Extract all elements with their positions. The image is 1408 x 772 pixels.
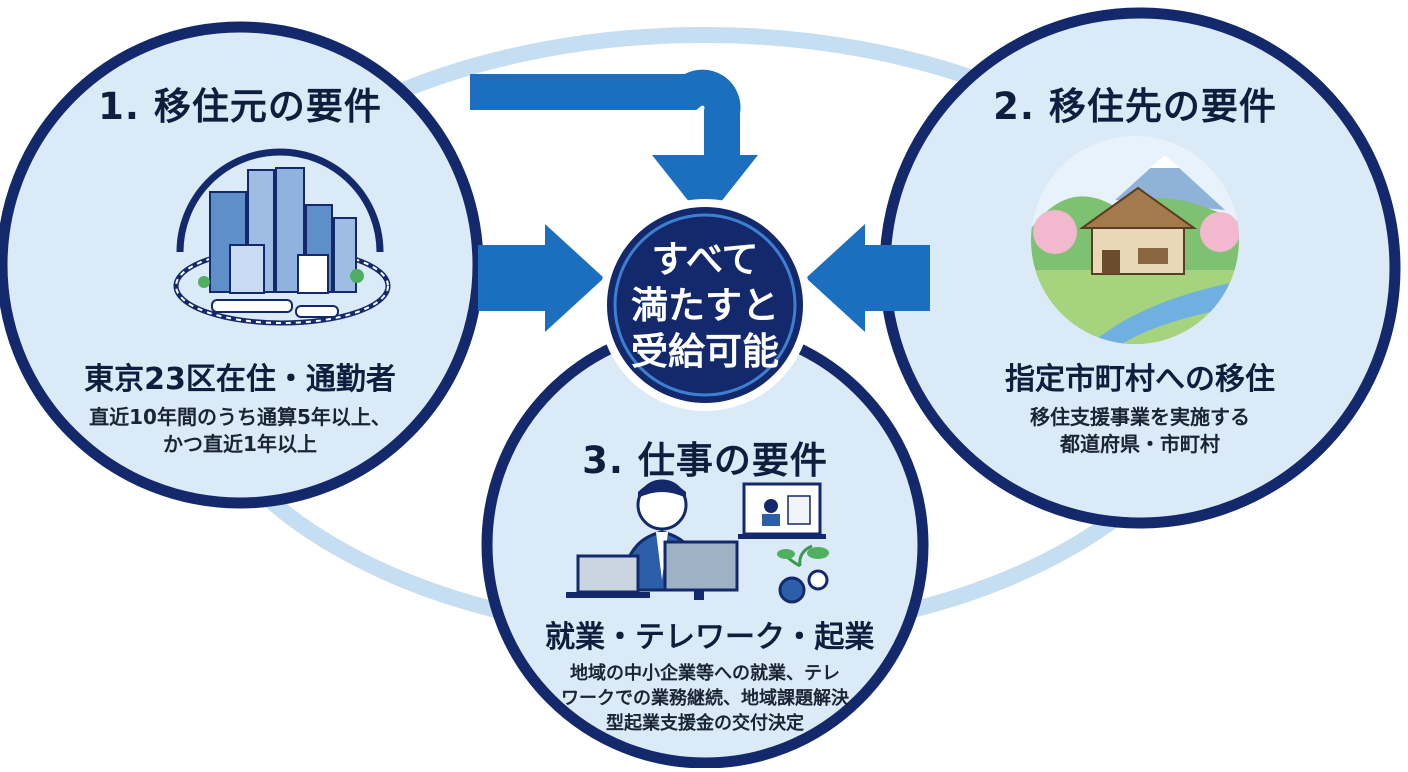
left-arrow — [478, 224, 604, 332]
requirement-1-description-line-2: かつ直近1年以上 — [163, 432, 317, 456]
requirement-3-description-line-1: 地域の中小企業等への就業、テレ — [570, 663, 840, 684]
requirement-1-description-line-1: 直近10年間のうち通算5年以上、 — [89, 405, 391, 429]
requirement-2-description-line-1: 移住支援事業を実施する — [1030, 405, 1250, 429]
requirement-2-subtitle: 指定市町村への移住 — [1005, 362, 1275, 397]
requirement-3-title: 3. 仕事の要件 — [582, 439, 828, 482]
requirement-2-description-line-2: 都道府県・市町村 — [1060, 432, 1220, 456]
requirement-1-title: 1. 移住元の要件 — [98, 85, 382, 128]
center-circle — [599, 199, 811, 411]
center-text-line-3: 受給可能 — [631, 330, 779, 373]
rural-village-mountain-icon — [1031, 136, 1239, 344]
center-text-line-1: すべて — [651, 238, 759, 281]
top-arrow — [470, 69, 758, 222]
requirement-1-subtitle: 東京23区在住・通勤者 — [84, 362, 396, 397]
city-buildings-train-icon — [173, 148, 391, 326]
requirement-3-description-line-2: ワークでの業務継続、地域課題解決 — [561, 688, 849, 709]
center-text-line-2: 満たすと — [631, 284, 779, 327]
requirement-3-description-line-3: 型起業支援金の交付決定 — [606, 713, 804, 734]
office-worker-telework-icon — [566, 479, 829, 604]
requirement-2-title: 2. 移住先の要件 — [993, 85, 1277, 128]
requirement-3-subtitle: 就業・テレワーク・起業 — [545, 620, 875, 655]
right-arrow — [806, 224, 930, 332]
